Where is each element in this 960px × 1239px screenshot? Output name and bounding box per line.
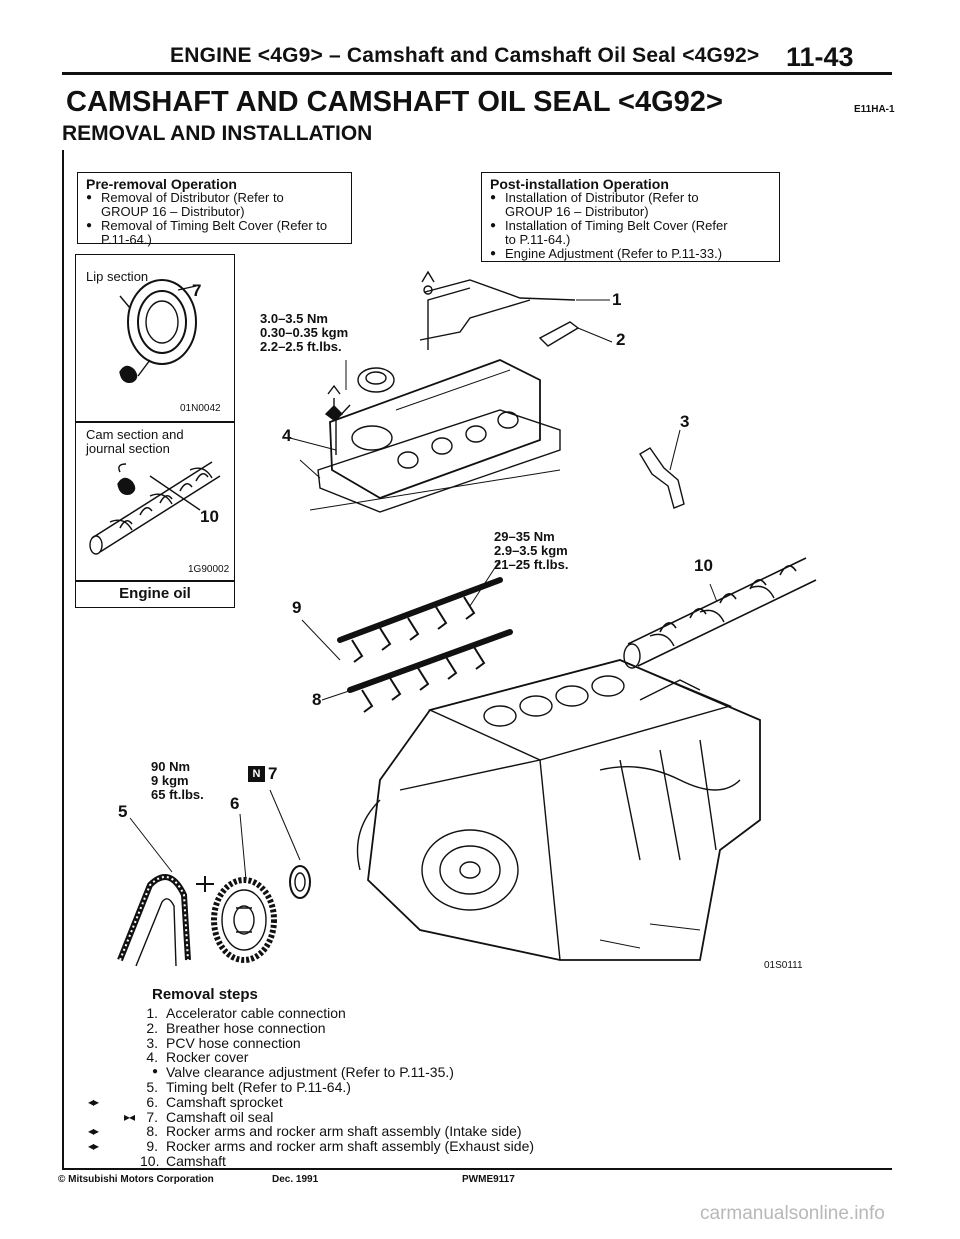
removal-step: 5.Timing belt (Refer to P.11-64.) [146,1078,351,1095]
breather-hose-icon [538,321,580,347]
removal-step: 2.Breather hose connection [146,1019,326,1036]
accelerator-cable-icon [419,270,576,350]
publication-date: Dec. 1991 [272,1174,319,1185]
post-installation-item: Engine Adjustment (Refer to P.11-33.) [490,247,773,262]
pre-removal-title: Pre-removal Operation [86,176,237,192]
cam-figure-code: 1G90002 [188,564,230,575]
callout-3: 3 [680,412,690,431]
section-code: E11HA-1 [854,104,895,115]
callout-5: 5 [118,802,128,821]
detail-inset-box: Lip section 7 01N0042 Cam section and jo… [75,254,235,608]
pre-removal-item: Removal of Timing Belt Cover (Refer toP.… [86,219,345,247]
callout-9: 9 [292,598,302,617]
callout-8: 8 [312,690,322,709]
service-mark-icon: ◂▸ [88,1139,99,1154]
inset-divider [76,580,234,582]
callout-4: 4 [282,426,292,445]
callout-6: 6 [230,794,240,813]
removal-step: 10.Camshaft [140,1152,226,1169]
section-subtitle: REMOVAL AND INSTALLATION [62,122,373,145]
page-number: 11-43 [786,42,854,72]
callout-1: 1 [612,290,622,309]
callout-7-inset: 7 [192,281,202,300]
lip-section-label: Lip section [86,269,149,284]
camshaft-sprocket-icon [196,876,277,963]
service-mark-icon: ▸◂ [124,1109,135,1124]
engine-oil-icon [324,405,344,421]
post-installation-title: Post-installation Operation [490,176,669,192]
post-installation-box: Post-installation Operation Installation… [481,172,780,262]
post-installation-item: Installation of Timing Belt Cover (Refer… [490,219,773,247]
torque-spec-rocker-shaft: 29–35 Nm 2.9–3.5 kgm 21–25 ft.lbs. [494,529,569,572]
new-part-mark: N [248,766,265,782]
section-title: CAMSHAFT AND CAMSHAFT OIL SEAL <4G92> [66,86,723,118]
pcv-hose-icon [639,447,685,509]
footer-rule [62,1168,892,1170]
torque-spec-sprocket: 90 Nm 9 kgm 65 ft.lbs. [151,759,204,802]
left-margin-rule [62,150,64,1170]
removal-step: 4.Rocker cover [146,1049,249,1066]
removal-step: 1.Accelerator cable connection [146,1005,346,1021]
header-rule [62,72,892,75]
callout-7: 7 [268,764,278,783]
removal-steps-list: 1.Accelerator cable connection 2.Breathe… [70,1006,770,1169]
rocker-cover-icon [299,359,561,513]
camshaft-icon [621,557,821,669]
service-mark-icon: ◂▸ [88,1094,99,1109]
watermark-text: carmanualsonline.info [700,1203,885,1224]
figure-code: 01S0111 [764,960,803,971]
copyright-text: © Mitsubishi Motors Corporation [58,1174,214,1185]
camshaft-oil-seal-icon [289,865,311,899]
removal-step: ◂▸6.Camshaft sprocket [88,1093,283,1110]
journal-section-label: journal section [86,441,170,456]
removal-steps-title: Removal steps [152,986,258,1003]
lip-figure-code: 01N0042 [180,403,221,414]
timing-belt-icon [117,874,191,967]
running-header-title: ENGINE <4G9> – Camshaft and Camshaft Oil… [170,44,760,67]
cam-section-label: Cam section and [86,427,184,442]
torque-spec-rocker-cover: 3.0–3.5 Nm 0.30–0.35 kgm 2.2–2.5 ft.lbs. [260,311,349,354]
rocker-arm-assembly-icon [337,577,513,713]
callout-10: 10 [694,556,713,575]
engine-oil-label: Engine oil [119,585,191,602]
camshaft-detail-icon [88,461,222,555]
post-installation-item: Installation of Distributor (Refer toGRO… [490,191,773,219]
callout-10-inset: 10 [200,507,219,526]
engine-block-icon [356,659,761,961]
removal-step: ▸◂7.Camshaft oil seal [124,1108,274,1125]
pre-removal-box: Pre-removal Operation Removal of Distrib… [77,172,352,247]
removal-step: ◂▸9.Rocker arms and rocker arm shaft ass… [88,1138,535,1155]
publication-code: PWME9117 [462,1174,515,1185]
callout-2: 2 [616,330,626,349]
inset-divider [76,421,234,423]
removal-step: ◂▸8.Rocker arms and rocker arm shaft ass… [88,1123,522,1140]
removal-step: 3.PCV hose connection [146,1034,301,1051]
service-mark-icon: ◂▸ [88,1124,99,1139]
removal-step: ●Valve clearance adjustment (Refer to P.… [152,1064,454,1081]
oil-seal-detail-icon [119,279,197,383]
